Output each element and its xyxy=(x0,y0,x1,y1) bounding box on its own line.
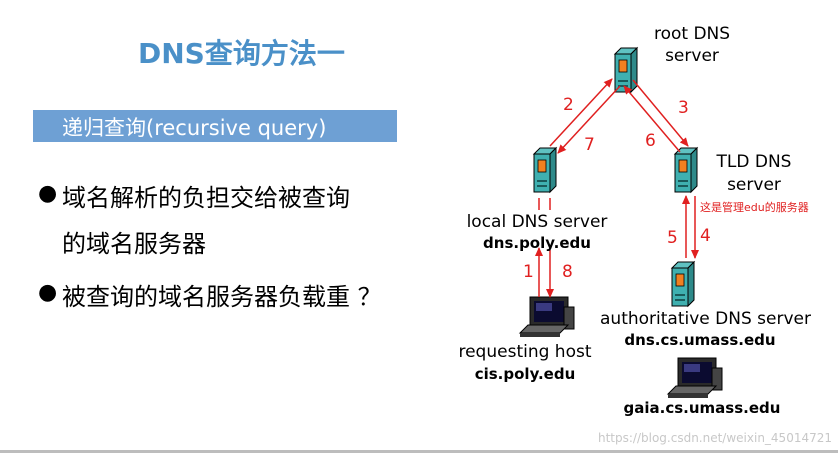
tld-server-note: 这是管理edu的服务器 xyxy=(700,201,809,214)
step-6-label: 6 xyxy=(645,131,656,151)
target-host-name: gaia.cs.umass.edu xyxy=(623,399,781,417)
root-server-label-2: server xyxy=(665,46,719,66)
step-5-label: 5 xyxy=(667,228,678,248)
slide-title: DNS查询方法一 xyxy=(138,37,345,70)
requesting-host-icon xyxy=(519,296,575,338)
bullet-dot-1: ● xyxy=(38,181,58,206)
step-7-label: 7 xyxy=(584,135,595,155)
local-server-icon xyxy=(533,147,557,193)
step-3-label: 3 xyxy=(678,98,689,118)
bullet-dot-2: ● xyxy=(38,280,58,305)
step-2-label: 2 xyxy=(563,95,574,115)
authoritative-server-icon xyxy=(671,261,695,307)
local-server-label: local DNS server xyxy=(466,212,608,232)
step-8-label: 8 xyxy=(562,262,573,282)
tld-server-icon xyxy=(674,147,698,193)
authoritative-server-host: dns.cs.umass.edu xyxy=(624,331,776,349)
requesting-host-name: cis.poly.edu xyxy=(474,365,576,383)
step-1-label: 1 xyxy=(523,262,534,282)
watermark: https://blog.csdn.net/weixin_45014721 xyxy=(597,431,832,445)
tld-server-label-1: TLD DNS xyxy=(716,152,792,172)
subtitle-text: 递归查询(recursive query) xyxy=(62,116,327,140)
arrow-7 xyxy=(557,85,621,154)
requesting-host-label: requesting host xyxy=(458,342,592,362)
arrow-3 xyxy=(632,79,689,147)
tld-server-label-2: server xyxy=(727,175,781,195)
authoritative-server-label: authoritative DNS server xyxy=(600,309,811,329)
bottom-divider xyxy=(0,450,838,453)
local-server-host: dns.poly.edu xyxy=(483,234,591,252)
bullet-2-text: 被查询的域名服务器负载重 ？ xyxy=(62,283,382,311)
root-server-icon xyxy=(614,47,638,93)
step-4-label: 4 xyxy=(700,226,711,246)
arrow-6 xyxy=(623,85,681,153)
arrow-2 xyxy=(549,78,613,147)
subtitle-bar xyxy=(33,110,397,142)
gaia-host-icon xyxy=(667,357,723,399)
root-server-label-1: root DNS xyxy=(653,24,731,44)
bullet-1-continuation: 的域名服务器 xyxy=(62,230,206,258)
bullet-1-text: 域名解析的负担交给被查询 xyxy=(62,184,350,212)
